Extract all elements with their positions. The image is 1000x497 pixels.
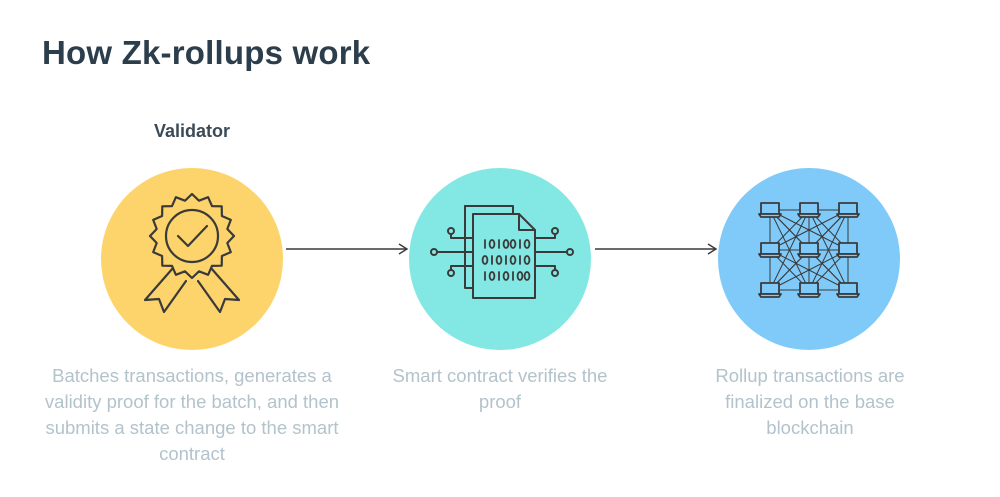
network-node	[836, 242, 860, 258]
blockchain-network-icon	[758, 202, 860, 298]
network-node	[797, 202, 821, 218]
validator-description: Batches transactions, generates a validi…	[44, 365, 340, 464]
binary-digit	[502, 239, 510, 249]
award-badge-icon	[143, 192, 241, 314]
binary-digit	[495, 255, 503, 265]
blockchain-circle	[718, 168, 900, 350]
network-link	[769, 249, 849, 291]
binary-digit	[523, 271, 531, 281]
smart-contract-document-icon	[430, 205, 574, 299]
page-title: How Zk-rollups work	[42, 34, 371, 71]
network-node	[758, 282, 782, 298]
validator-label: Validator	[153, 121, 231, 141]
binary-digit	[481, 255, 489, 265]
network-node	[836, 202, 860, 218]
network-node	[797, 282, 821, 298]
arrow-2	[595, 243, 718, 255]
binary-digit	[488, 271, 496, 281]
arrow-1	[286, 243, 409, 255]
binary-digit	[502, 271, 510, 281]
validator-circle	[101, 168, 283, 350]
blockchain-description: Rollup transactions are finalized on the…	[715, 365, 905, 438]
smart-contract-description: Smart contract verifies the proof	[392, 365, 608, 412]
binary-digit	[509, 255, 517, 265]
network-node	[836, 282, 860, 298]
smart-contract-circle	[409, 168, 591, 350]
binary-digit	[523, 255, 531, 265]
network-node	[758, 242, 782, 258]
network-node	[797, 242, 821, 258]
binary-digit	[516, 271, 524, 281]
binary-digit	[488, 239, 496, 249]
network-link	[769, 209, 849, 251]
network-node	[758, 202, 782, 218]
binary-digit	[509, 239, 517, 249]
binary-digit	[523, 239, 531, 249]
